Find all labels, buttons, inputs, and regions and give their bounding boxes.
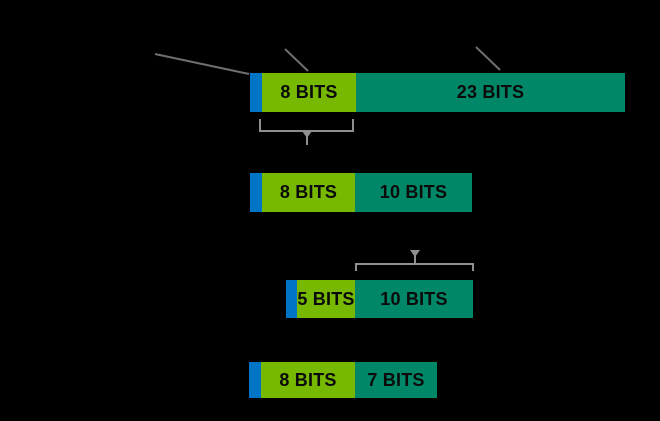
callout-line-mantissa [475, 46, 501, 71]
sign-segment [250, 73, 262, 112]
callout-line-exponent [284, 48, 309, 72]
mantissa-segment: 10 BITS [355, 280, 473, 318]
mantissa-segment: 10 BITS [355, 173, 472, 212]
exponent-segment: 8 BITS [262, 73, 356, 112]
format-bar-2: 8 BITS 10 BITS [250, 173, 472, 212]
exponent-segment: 8 BITS [261, 362, 355, 398]
format-bar-4: 8 BITS 7 BITS [249, 362, 437, 398]
brace-above-row3-mantissa [355, 250, 474, 271]
sign-segment [286, 280, 297, 318]
format-bar-3: 5 BITS 10 BITS [286, 280, 473, 318]
sign-segment [249, 362, 261, 398]
mantissa-segment: 7 BITS [355, 362, 437, 398]
mantissa-segment: 23 BITS [356, 73, 625, 112]
exponent-segment: 5 BITS [297, 280, 355, 318]
callout-line-sign [154, 53, 250, 75]
brace-below-row1-exponent [259, 119, 354, 145]
exponent-segment: 8 BITS [262, 173, 355, 212]
format-bar-1: 8 BITS 23 BITS [250, 73, 625, 112]
sign-segment [250, 173, 262, 212]
